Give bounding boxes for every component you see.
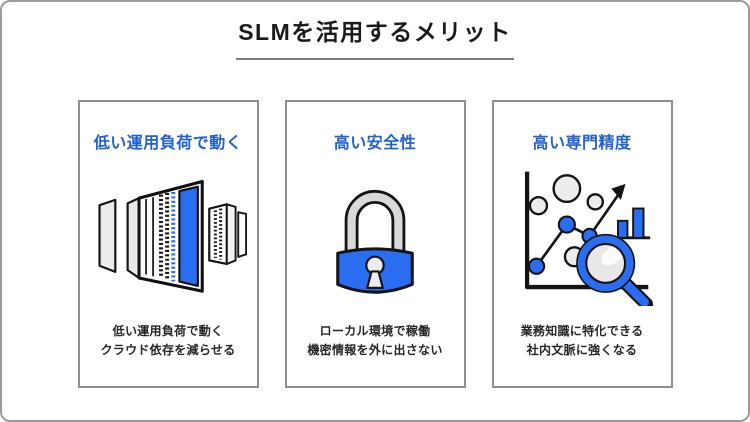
card-title: 高い専門精度 — [532, 134, 632, 152]
card-high-security: 高い安全性 ローカル環境で稼働 機密情 — [284, 99, 466, 388]
header: SLMを活用するメリット — [2, 2, 748, 60]
card-description-line1: ローカル環境で稼働 — [319, 324, 431, 339]
card-low-operational-load: 低い運用負荷で動く — [77, 99, 259, 388]
card-description-line2: 機密情報を外に出さない — [307, 343, 443, 358]
server-icon — [89, 166, 248, 309]
title-underline — [236, 57, 514, 60]
chart-magnifier-icon — [506, 164, 658, 311]
card-title: 高い安全性 — [333, 134, 417, 152]
page-title: SLMを活用するメリット — [238, 19, 512, 45]
card-description-line1: 業務知識に特化できる — [520, 324, 644, 339]
card-description-line2: 社内文脈に強くなる — [526, 343, 638, 358]
card-description: 業務知識に特化できる 社内文脈に強くなる — [521, 322, 644, 360]
card-description: 低い運用負荷で動く クラウド依存を減らせる — [100, 322, 235, 360]
padlock-icon — [310, 166, 440, 309]
card-description: ローカル環境で稼働 機密情報を外に出さない — [307, 322, 442, 360]
card-description-line1: 低い運用負荷で動く — [112, 324, 224, 339]
card-title: 低い運用負荷で動く — [93, 134, 243, 152]
card-high-domain-accuracy: 高い専門精度 — [491, 99, 673, 388]
card-description-line2: クラウド依存を減らせる — [100, 343, 236, 358]
benefit-cards-row: 低い運用負荷で動く — [2, 99, 748, 388]
